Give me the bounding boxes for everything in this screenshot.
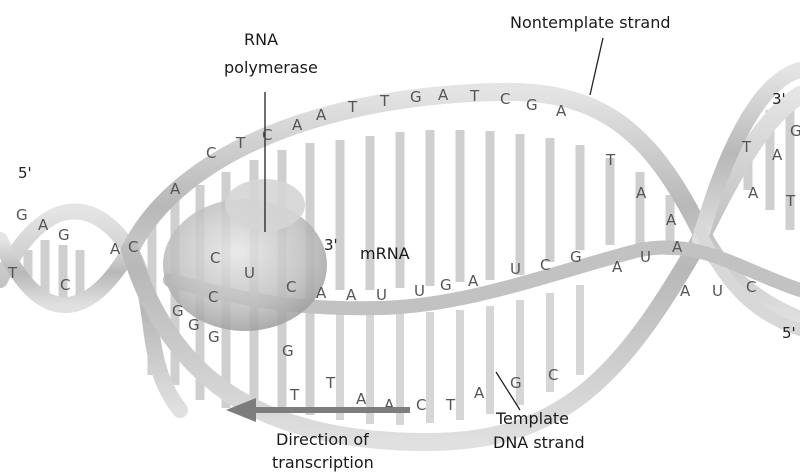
mrna-base-6: U [414, 282, 425, 300]
under_polymerase-base-1: G [172, 302, 184, 320]
mrna-base-9: U [510, 260, 521, 278]
right_helix-base-0: T [741, 138, 752, 156]
left_helix-base-0: G [16, 206, 28, 224]
nontemplate-base-4: A [316, 106, 327, 124]
nontemplate-base-3: A [292, 116, 303, 134]
direction-label-line2: transcription [272, 453, 374, 472]
left_helix-base-7: C [60, 276, 70, 294]
mrna-label: mRNA [360, 244, 410, 263]
right_helix-base-1: A [772, 146, 783, 164]
template-base-10: C [548, 366, 558, 384]
right_helix-base-4: T [785, 192, 796, 210]
mrna-base-5: U [376, 286, 387, 304]
template-base-2: T [289, 386, 300, 404]
left_helix-base-5: A [170, 180, 181, 198]
right_helix-base-2: G [790, 122, 800, 140]
right_tail-base-1: U [712, 282, 723, 300]
right-5prime-label: 5' [782, 324, 796, 342]
nontemplate-base-11: G [526, 96, 538, 114]
mrna-base-10: C [540, 256, 550, 274]
mrna-base-7: G [440, 276, 452, 294]
template-base-3: T [325, 374, 336, 392]
template-base-0: G [208, 328, 220, 346]
mrna-base-0: C [210, 249, 220, 267]
template-base-8: A [474, 384, 485, 402]
template-base-6: C [416, 396, 426, 414]
mrna-base-1: U [244, 264, 255, 282]
nontemplate-base-14: A [636, 184, 647, 202]
template-base-7: T [445, 396, 456, 414]
mrna-base-4: A [346, 286, 357, 304]
under_polymerase-base-0: C [208, 288, 218, 306]
right_tail-base-0: A [680, 282, 691, 300]
mrna-base-13: U [640, 248, 651, 266]
left_helix-base-2: G [58, 226, 70, 244]
template-label-line1: Template [495, 409, 569, 428]
template-base-9: G [510, 374, 522, 392]
template-label-line2: DNA strand [493, 433, 585, 452]
right_tail-base-2: C [746, 278, 756, 296]
left_helix-base-3: A [110, 240, 121, 258]
left_helix-base-1: A [38, 216, 49, 234]
rna-polymerase-label-line2: polymerase [224, 58, 318, 77]
mrna-base-3: A [316, 284, 327, 302]
nontemplate-base-13: T [605, 151, 616, 169]
right-3prime-label: 3' [772, 90, 786, 108]
nontemplate-base-10: C [500, 90, 510, 108]
mrna-base-2: C [286, 278, 296, 296]
under_polymerase-base-2: G [188, 316, 200, 334]
nontemplate-base-15: A [666, 211, 677, 229]
nontemplate-base-12: A [556, 102, 567, 120]
direction-arrow [226, 398, 410, 422]
mrna-base-11: G [570, 248, 582, 266]
template-base-1: G [282, 342, 294, 360]
mrna-3prime-label: 3' [324, 236, 338, 254]
nontemplate-base-9: T [469, 87, 480, 105]
rna-polymerase-label-line1: RNA [244, 30, 278, 49]
nontemplate-base-8: A [438, 86, 449, 104]
template-base-4: A [356, 390, 367, 408]
nontemplate-leader [590, 38, 603, 95]
direction-label-line1: Direction of [276, 430, 369, 449]
left-5prime-label: 5' [18, 164, 32, 182]
mrna-base-8: A [468, 272, 479, 290]
nontemplate-base-6: T [379, 92, 390, 110]
left_helix-base-6: T [7, 264, 18, 282]
nontemplate-base-5: T [347, 98, 358, 116]
right_helix-base-3: A [748, 184, 759, 202]
left_helix-base-4: C [128, 238, 138, 256]
nontemplate-strand-label: Nontemplate strand [510, 13, 671, 32]
nontemplate-base-2: C [262, 126, 272, 144]
nontemplate-base-7: G [410, 88, 422, 106]
nontemplate-base-0: C [206, 144, 216, 162]
mrna-base-12: A [612, 258, 623, 276]
rna-polymerase [163, 179, 327, 331]
nontemplate-base-1: T [235, 134, 246, 152]
mrna-base-14: A [672, 238, 683, 256]
